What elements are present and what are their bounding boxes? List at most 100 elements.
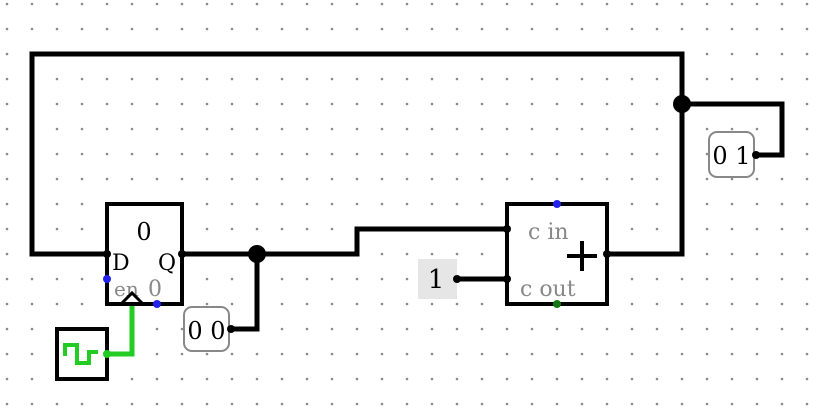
grid-dot [480, 352, 484, 356]
grid-dot [405, 352, 409, 356]
grid-dot [280, 127, 284, 131]
probe-01-pin[interactable] [752, 151, 760, 159]
grid-dot [455, 177, 459, 181]
feedback-wire[interactable] [29, 51, 685, 257]
grid-dot [130, 127, 134, 131]
grid-dot [805, 127, 809, 131]
grid-dot [305, 402, 309, 406]
grid-dot [605, 27, 609, 31]
grid-dot [255, 2, 259, 6]
grid-dot [680, 352, 684, 356]
grid-dot [305, 102, 309, 106]
probe-register-output[interactable]: 0 0 [183, 306, 235, 352]
clock-wire[interactable] [107, 304, 135, 357]
grid-dot [630, 177, 634, 181]
grid-dot [80, 227, 84, 231]
grid-dot [5, 402, 9, 406]
adder-pin-out[interactable] [603, 250, 611, 258]
grid-dot [405, 77, 409, 81]
register-component[interactable]: 0 D Q en 0 [103, 202, 186, 308]
register-pin-reset[interactable] [153, 300, 161, 308]
adder-cout-label: c out [520, 277, 576, 302]
register-pin-en[interactable] [103, 275, 111, 283]
grid-dot [705, 277, 709, 281]
adder-pin-a[interactable] [503, 225, 511, 233]
grid-dot [455, 2, 459, 6]
grid-dot [805, 27, 809, 31]
register-pin-q[interactable] [178, 250, 186, 258]
grid-dot [805, 252, 809, 256]
grid-dot [355, 27, 359, 31]
grid-dot [155, 2, 159, 6]
grid-dot [180, 377, 184, 381]
grid-dot [480, 2, 484, 6]
grid-dot [305, 377, 309, 381]
grid-dot [555, 327, 559, 331]
grid-dot [730, 52, 734, 56]
adder-pin-cout[interactable] [553, 300, 561, 308]
grid-dot [655, 277, 659, 281]
grid-dot [430, 177, 434, 181]
grid-dot [55, 177, 59, 181]
grid-dot [280, 402, 284, 406]
grid-dot [630, 352, 634, 356]
grid-dot [405, 27, 409, 31]
grid-dot [305, 152, 309, 156]
register-pin-d[interactable] [103, 250, 111, 258]
grid-dot [380, 377, 384, 381]
grid-dot [805, 302, 809, 306]
grid-dot [380, 202, 384, 206]
grid-dot [55, 277, 59, 281]
adder-component[interactable]: c in c out [503, 200, 611, 308]
square-wave-icon [63, 343, 98, 365]
probe-01-wire[interactable] [682, 101, 785, 158]
grid-dot [230, 102, 234, 106]
grid-dot [505, 152, 509, 156]
grid-dot [530, 2, 534, 6]
grid-dot [630, 77, 634, 81]
probe-adder-output[interactable]: 0 1 [708, 131, 760, 178]
grid-dot [430, 77, 434, 81]
grid-dot [255, 352, 259, 356]
grid-dot [355, 352, 359, 356]
grid-dot [205, 2, 209, 6]
grid-dot [30, 27, 34, 31]
grid-dot [380, 152, 384, 156]
grid-dot [405, 377, 409, 381]
adder-pin-cin[interactable] [553, 200, 561, 208]
grid-dot [330, 77, 334, 81]
grid-dot [580, 177, 584, 181]
grid-dot [355, 277, 359, 281]
grid-dot [430, 127, 434, 131]
constant-component[interactable]: 1 [418, 259, 461, 299]
grid-dot [330, 177, 334, 181]
grid-dot [680, 377, 684, 381]
grid-dot [280, 377, 284, 381]
grid-dot [580, 402, 584, 406]
grid-dot [430, 352, 434, 356]
grid-dot [705, 227, 709, 231]
grid-dot [555, 352, 559, 356]
grid-dot [330, 152, 334, 156]
grid-dot [480, 302, 484, 306]
constant-pin-out[interactable] [453, 275, 461, 283]
grid-dot [30, 302, 34, 306]
grid-dot [105, 27, 109, 31]
grid-dot [605, 377, 609, 381]
grid-dot [780, 277, 784, 281]
probe-00-pin[interactable] [227, 325, 235, 333]
grid-dot [130, 102, 134, 106]
grid-dot [330, 327, 334, 331]
clock-pin-out[interactable] [103, 350, 111, 358]
adder-pin-b[interactable] [503, 275, 511, 283]
grid-dot [355, 327, 359, 331]
probe-00-wire[interactable] [231, 254, 260, 332]
grid-dot [30, 377, 34, 381]
grid-dot [680, 302, 684, 306]
q-to-adder-wire[interactable] [183, 226, 507, 257]
grid-dot [305, 2, 309, 6]
grid-dot [455, 102, 459, 106]
grid-dot [230, 2, 234, 6]
clock-component[interactable] [55, 327, 111, 381]
